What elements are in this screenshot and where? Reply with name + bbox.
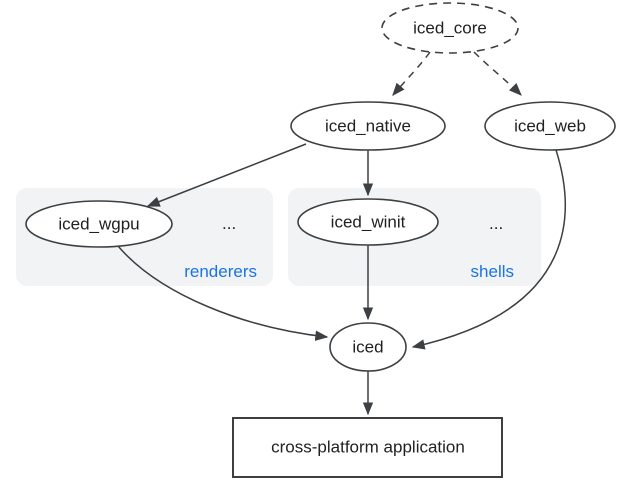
iced-core-label: iced_core [413,19,487,38]
iced-ellipse [329,322,407,372]
node-iced-web: iced_web [484,101,616,151]
node-iced-core: iced_core [381,2,519,54]
iced-web-label: iced_web [514,117,586,136]
renderers-ellipsis: ... [222,214,236,233]
application-label: cross-platform application [271,438,465,457]
node-application: cross-platform application [232,417,503,478]
iced-winit-label: iced_winit [331,213,406,232]
iced-winit-ellipse [297,198,439,246]
edge-iced_web-iced [411,149,566,350]
iced-wgpu-label: iced_wgpu [58,215,139,234]
node-iced-winit: iced_winit [297,198,439,246]
edge-iced_native-iced_wgpu [146,143,307,207]
shells-ellipsis: ... [489,214,503,233]
iced-label: iced [352,338,383,357]
edge-iced_wgpu-iced [117,245,329,341]
node-iced-native: iced_native [290,101,446,151]
renderers-group-label: renderers [184,262,257,281]
application-rect [232,417,503,478]
iced-native-label: iced_native [325,117,411,136]
node-iced: iced [329,322,407,372]
iced-core-ellipse [381,2,519,54]
shells-group-label: shells [471,262,514,281]
edges [117,51,566,416]
node-iced-wgpu: iced_wgpu [25,200,173,248]
edge-iced_core-iced_web [473,51,522,96]
iced-native-ellipse [290,101,446,151]
iced-wgpu-ellipse [25,200,173,248]
iced-web-ellipse [484,101,616,151]
edge-iced_core-iced_native [392,51,431,96]
